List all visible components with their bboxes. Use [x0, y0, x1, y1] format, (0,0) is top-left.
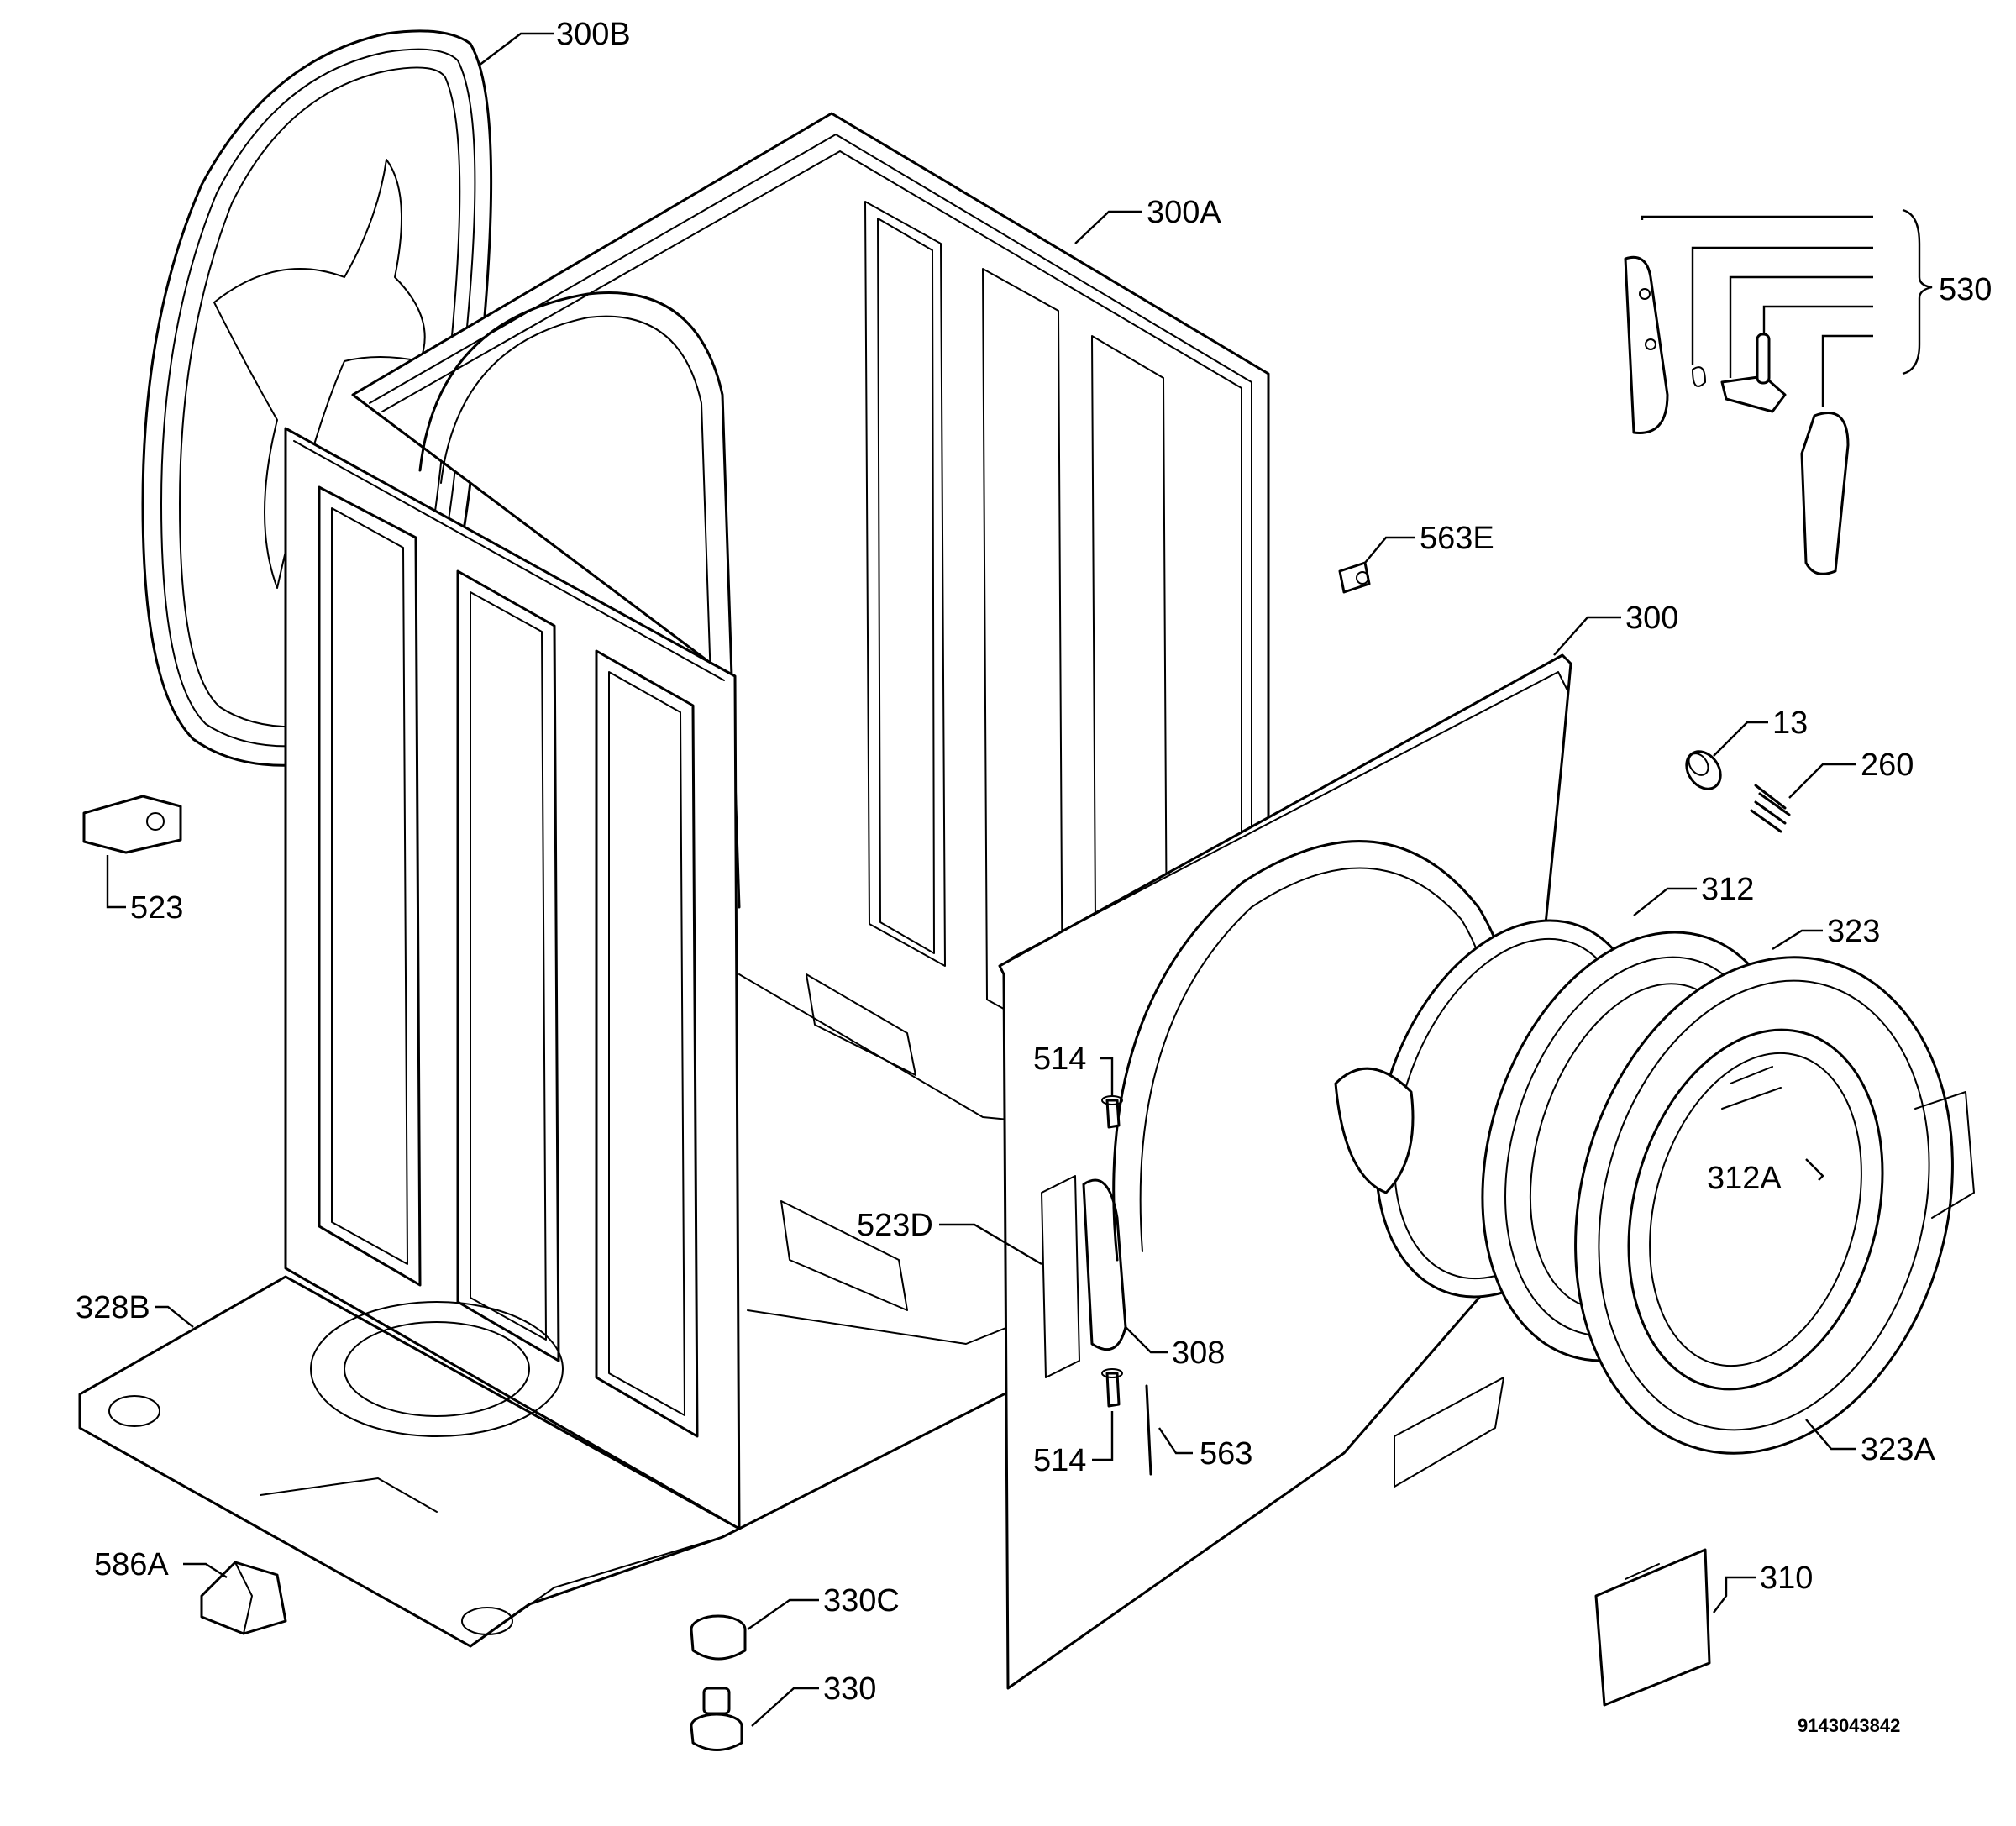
part-328B-base — [78, 1275, 741, 1648]
label-323: 323 — [1827, 914, 1880, 949]
part-260-spring — [1750, 784, 1791, 833]
label-260: 260 — [1861, 748, 1914, 783]
label-300A: 300A — [1147, 195, 1221, 230]
part-330C-nut — [690, 1614, 747, 1661]
part-586A-switch — [200, 1561, 287, 1635]
label-300: 300 — [1625, 601, 1678, 636]
label-514-bottom: 514 — [1033, 1443, 1086, 1478]
label-330C: 330C — [823, 1583, 900, 1619]
part-330-foot — [690, 1687, 743, 1751]
label-586A: 586A — [94, 1547, 169, 1582]
part-310-flap — [1594, 1548, 1711, 1707]
label-563: 563 — [1200, 1436, 1252, 1472]
label-514-top: 514 — [1033, 1042, 1086, 1077]
label-310: 310 — [1760, 1561, 1813, 1596]
label-308: 308 — [1172, 1335, 1225, 1371]
label-312A: 312A — [1707, 1161, 1782, 1196]
label-300B: 300B — [556, 17, 631, 52]
label-330: 330 — [823, 1671, 876, 1707]
label-523: 523 — [130, 890, 183, 926]
label-523D: 523D — [857, 1208, 933, 1243]
label-13: 13 — [1772, 706, 1808, 741]
label-530: 530 — [1939, 272, 1992, 307]
part-514-screw-top — [1101, 1095, 1123, 1129]
label-328B: 328B — [76, 1290, 150, 1325]
drawing-code: 9143043842 — [1798, 1715, 1900, 1736]
part-left-side-panel — [284, 427, 741, 1530]
part-514-screw-bottom — [1101, 1368, 1123, 1408]
label-323A: 323A — [1861, 1432, 1935, 1467]
label-312: 312 — [1701, 872, 1754, 907]
part-563-rod — [1145, 1384, 1152, 1476]
part-530-hinge-set — [1624, 255, 1850, 575]
part-13-bushing — [1685, 750, 1722, 790]
part-563E-pin — [1338, 561, 1371, 594]
callout-labels: 300B 300A 530 563E 300 13 260 523 312 32… — [76, 17, 1992, 1736]
leader-lines — [106, 32, 1933, 1727]
label-563E: 563E — [1420, 521, 1494, 556]
part-323A-outer-door — [1574, 956, 1975, 1455]
part-523-bracket — [82, 795, 182, 854]
